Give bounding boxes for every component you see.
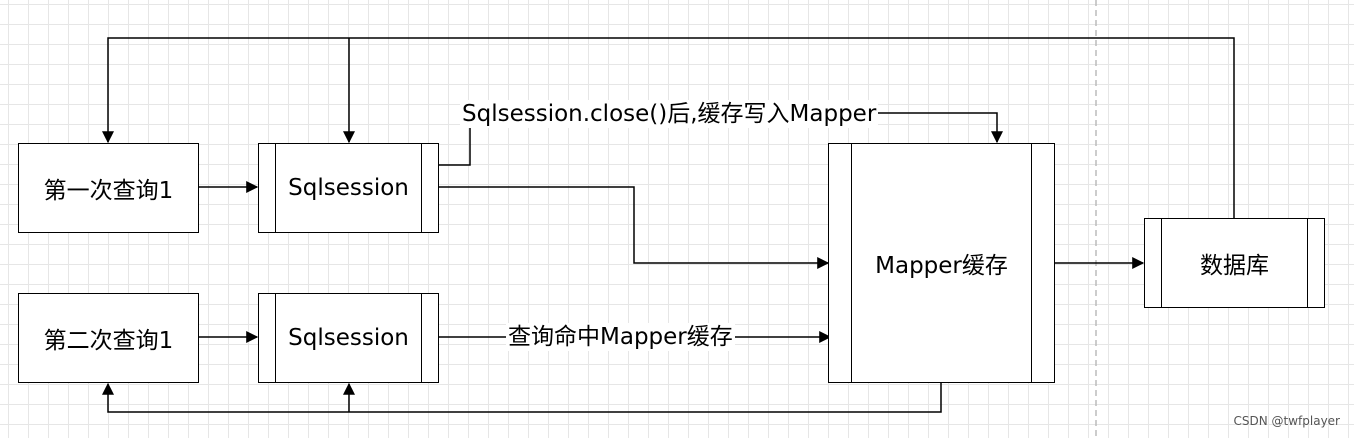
node-query2-label: 第二次查询1	[43, 328, 174, 354]
node-database-label: 数据库	[1200, 253, 1269, 279]
node-mapper-cache-label: Mapper缓存	[875, 253, 1008, 279]
node-session1: Sqlsession	[258, 143, 439, 233]
node-session1-label: Sqlsession	[288, 175, 409, 201]
node-mapper-cache: Mapper缓存	[828, 143, 1055, 383]
edge-label-hit-cache: 查询命中Mapper缓存	[506, 323, 735, 351]
edge-session1-to-mapper	[439, 186, 830, 269]
edge-mapper-to-query2	[102, 382, 942, 413]
node-session2-label: Sqlsession	[288, 325, 409, 351]
edge-label-close-write: Sqlsession.close()后,缓存写入Mapper	[460, 100, 879, 128]
node-query2: 第二次查询1	[18, 293, 199, 383]
node-database: 数据库	[1144, 218, 1325, 308]
node-query1: 第一次查询1	[18, 143, 199, 233]
node-session2: Sqlsession	[258, 293, 439, 383]
watermark: CSDN @twfplayer	[1233, 414, 1341, 428]
node-query1-label: 第一次查询1	[43, 178, 174, 204]
edge-database-to-query1	[102, 37, 1235, 218]
